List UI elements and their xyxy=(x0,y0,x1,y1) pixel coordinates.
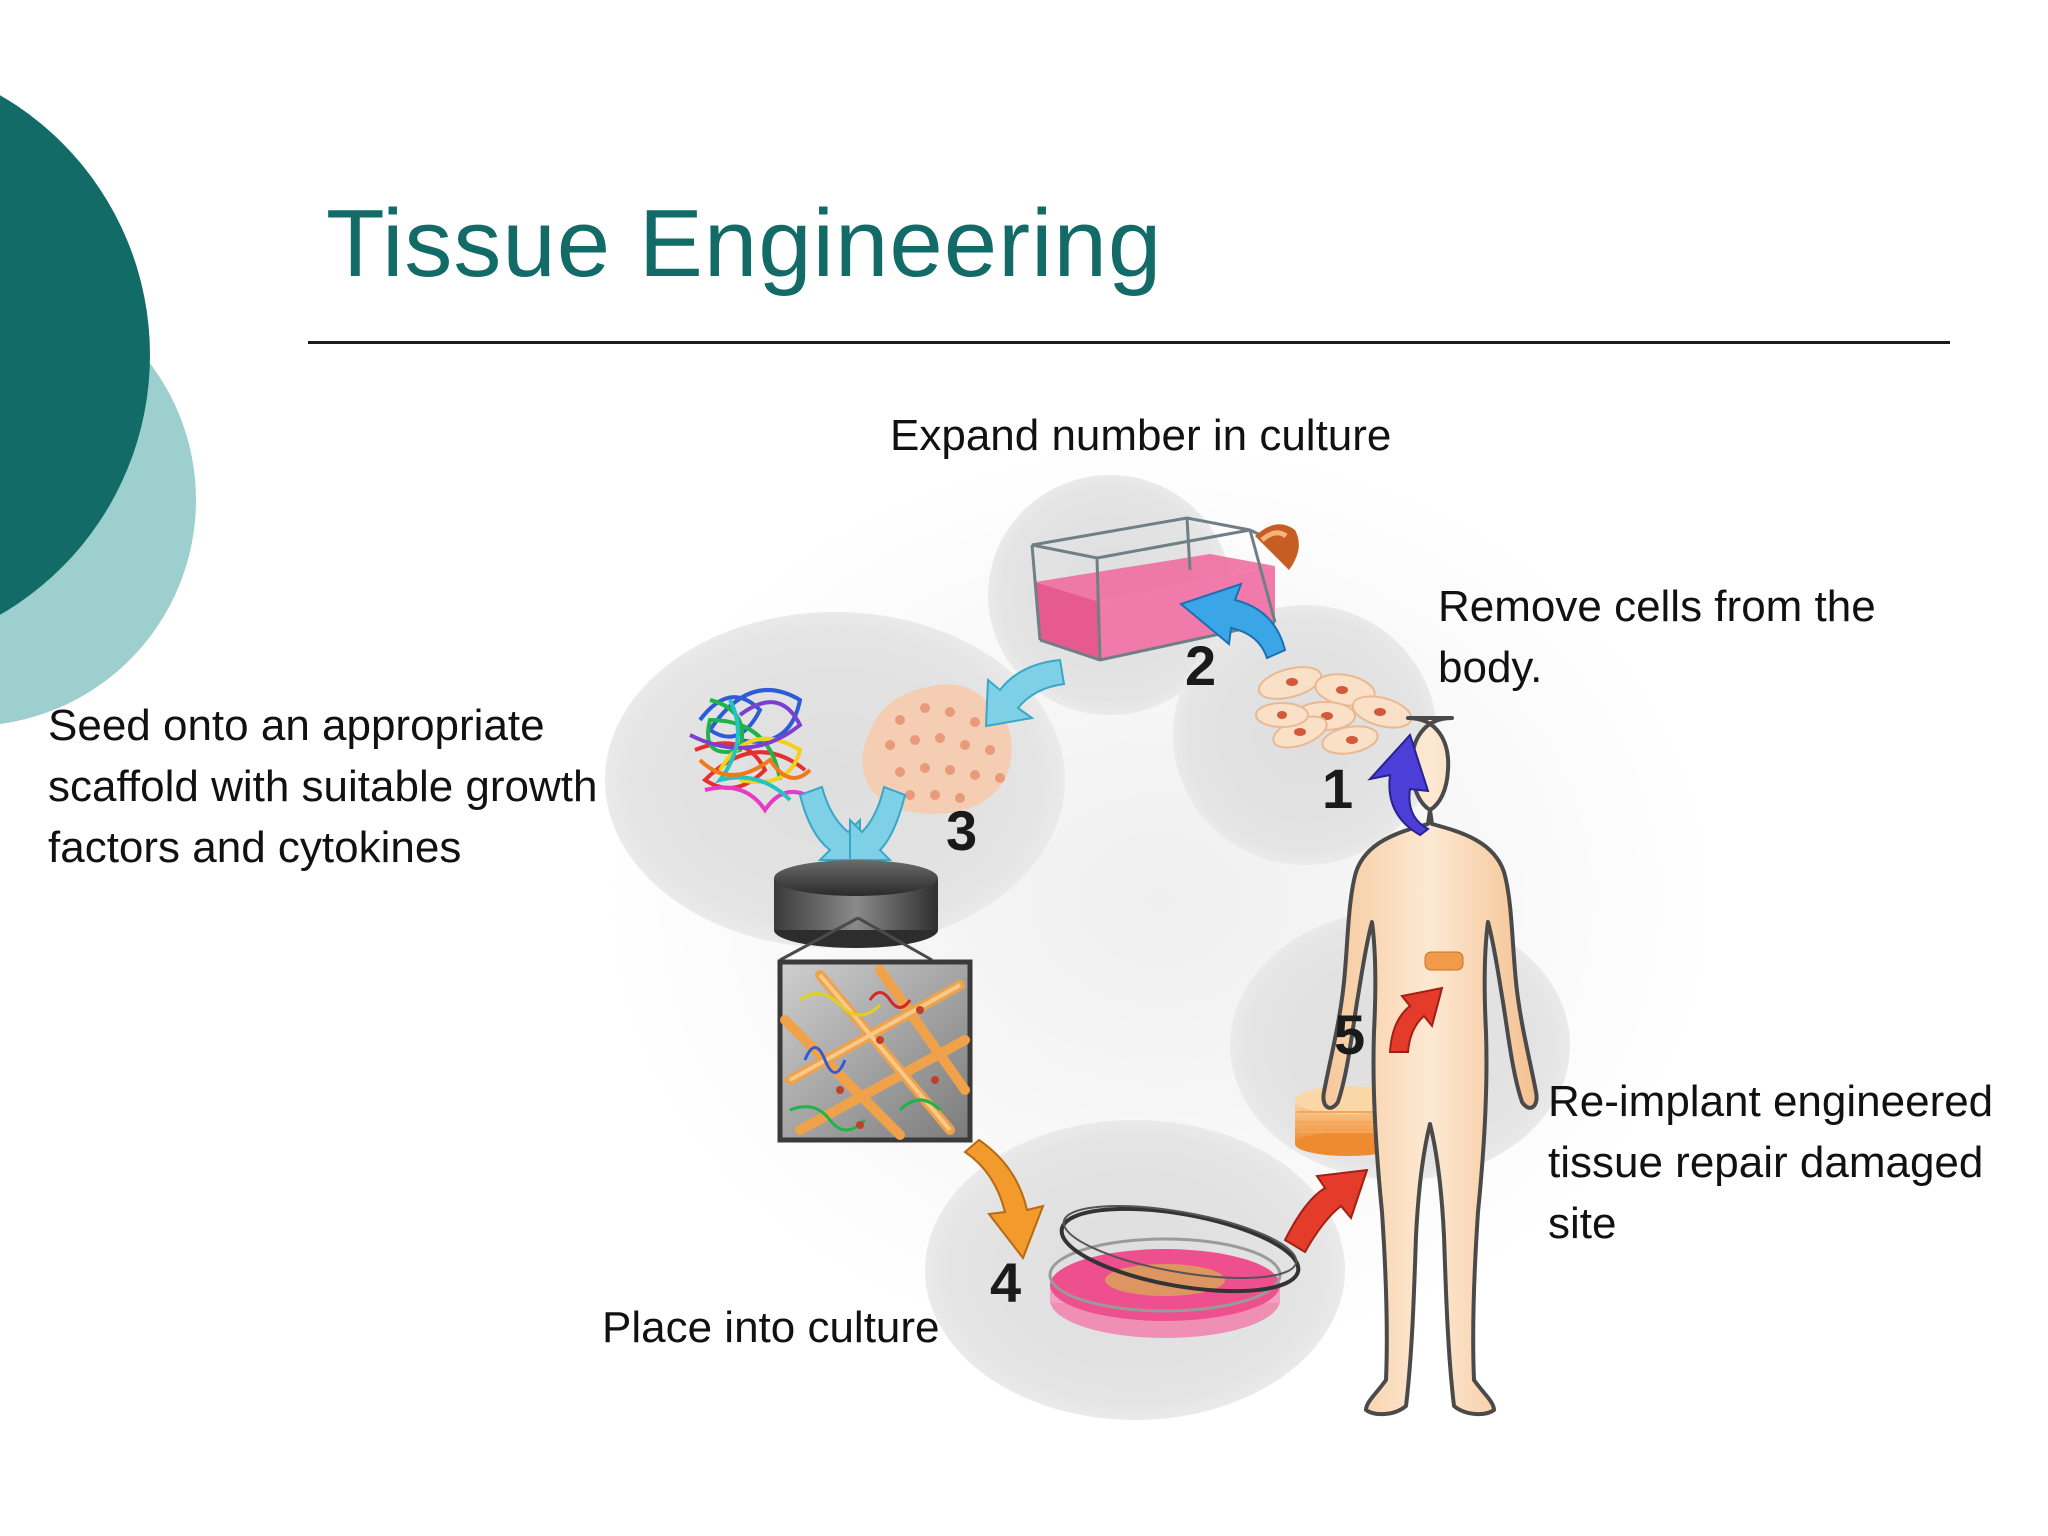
step5-arrow-from-dish xyxy=(1283,1168,1369,1254)
petri-dish-icon xyxy=(1048,1205,1301,1338)
step2-label: Expand number in culture xyxy=(890,411,1392,460)
step1-arrow xyxy=(1367,733,1430,837)
step-number-5: 5 xyxy=(1334,1003,1365,1066)
step4-label: Place into culture xyxy=(602,1303,940,1352)
zoom-lines xyxy=(779,916,933,962)
scaffold-magnified-view xyxy=(777,959,973,1143)
title-divider xyxy=(308,341,1950,344)
decorative-circles xyxy=(0,95,196,724)
scaffold-disc-icon xyxy=(774,860,938,948)
human-body-icon xyxy=(1321,716,1539,1417)
step3-label: Seed onto an appropriate scaffold with s… xyxy=(48,701,598,872)
step2-to-3-arrow xyxy=(984,658,1066,728)
step4-arrow xyxy=(963,1138,1045,1261)
step2-arrow xyxy=(1178,582,1287,660)
step-number-3: 3 xyxy=(946,799,977,862)
step-number-1: 1 xyxy=(1322,757,1353,820)
scaffold-fibers-icon xyxy=(689,688,817,814)
step5-label: Re-implant engineered tissue repair dama… xyxy=(1548,1077,1994,1248)
dark-teal-circle xyxy=(0,95,150,615)
slide-title: Tissue Engineering xyxy=(326,190,1163,297)
step1-label: Remove cells from the body. xyxy=(1438,582,1876,692)
step-number-2: 2 xyxy=(1185,634,1216,697)
step3-arrows xyxy=(798,785,907,861)
cell-cluster-icon xyxy=(862,684,1012,814)
step-number-4: 4 xyxy=(990,1251,1021,1314)
step5-arrow-to-body xyxy=(1388,986,1444,1053)
